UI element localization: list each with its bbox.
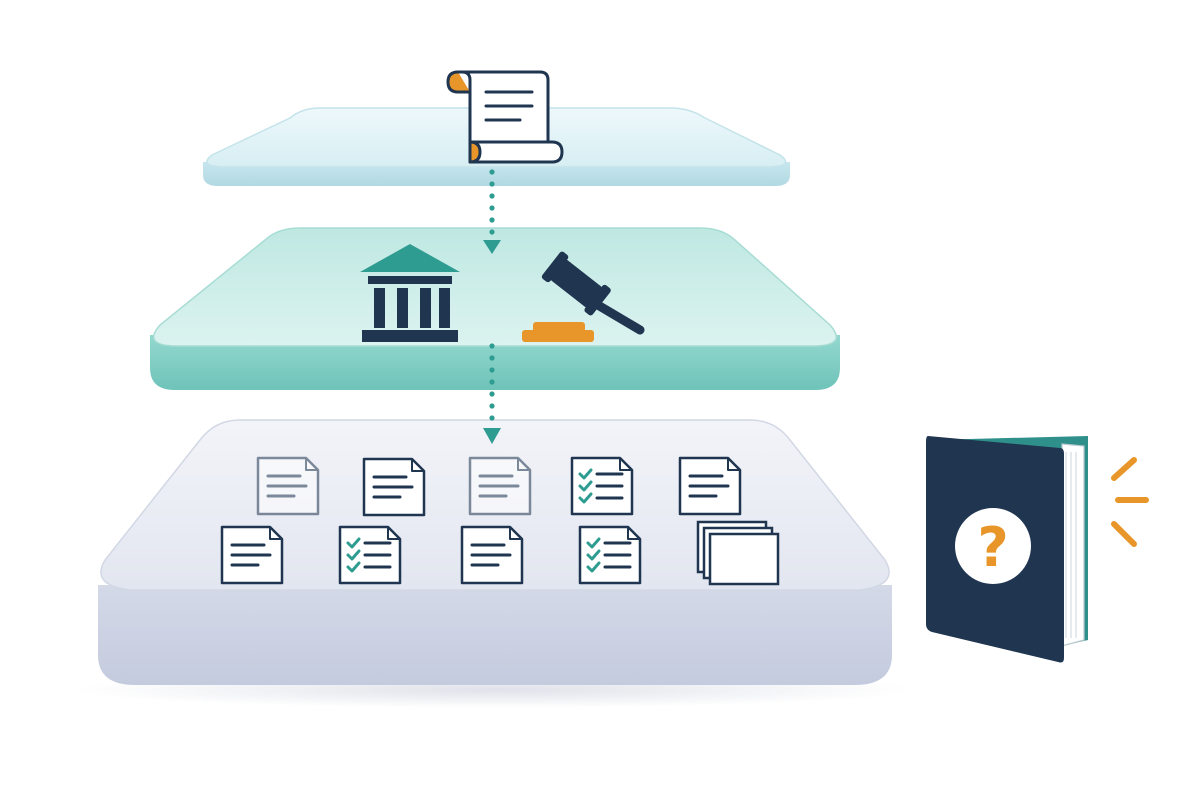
- question-book-icon: ?: [926, 436, 1088, 663]
- arrowhead-icon: [483, 240, 501, 254]
- document-icon: [362, 457, 426, 517]
- institution-icon: [360, 244, 460, 342]
- document-icon: [468, 456, 532, 516]
- attention-rays-icon: [1111, 457, 1149, 547]
- document-icon: [256, 456, 320, 516]
- connector-top-to-middle: [483, 169, 501, 254]
- middle-layer-face: [152, 227, 838, 347]
- scroll-icon: [446, 70, 564, 164]
- question-mark-glyph: ?: [977, 516, 1008, 579]
- checklist-document-icon: [570, 456, 634, 516]
- document-icon: [220, 525, 284, 585]
- tray-edge: [98, 585, 892, 685]
- document-icon: [678, 456, 742, 516]
- document-icon: [460, 525, 524, 585]
- middle-layer-edge: [150, 335, 840, 390]
- layer-middle-glass: [150, 227, 840, 390]
- document-stack-icon: [696, 520, 780, 586]
- connector-middle-to-bottom: [483, 343, 501, 444]
- gavel-icon: [522, 251, 645, 342]
- arrowhead-icon: [483, 428, 501, 444]
- checklist-document-icon: [338, 525, 402, 585]
- document-collection: [220, 456, 780, 586]
- top-layer-edge: [203, 162, 790, 186]
- checklist-document-icon: [578, 525, 642, 585]
